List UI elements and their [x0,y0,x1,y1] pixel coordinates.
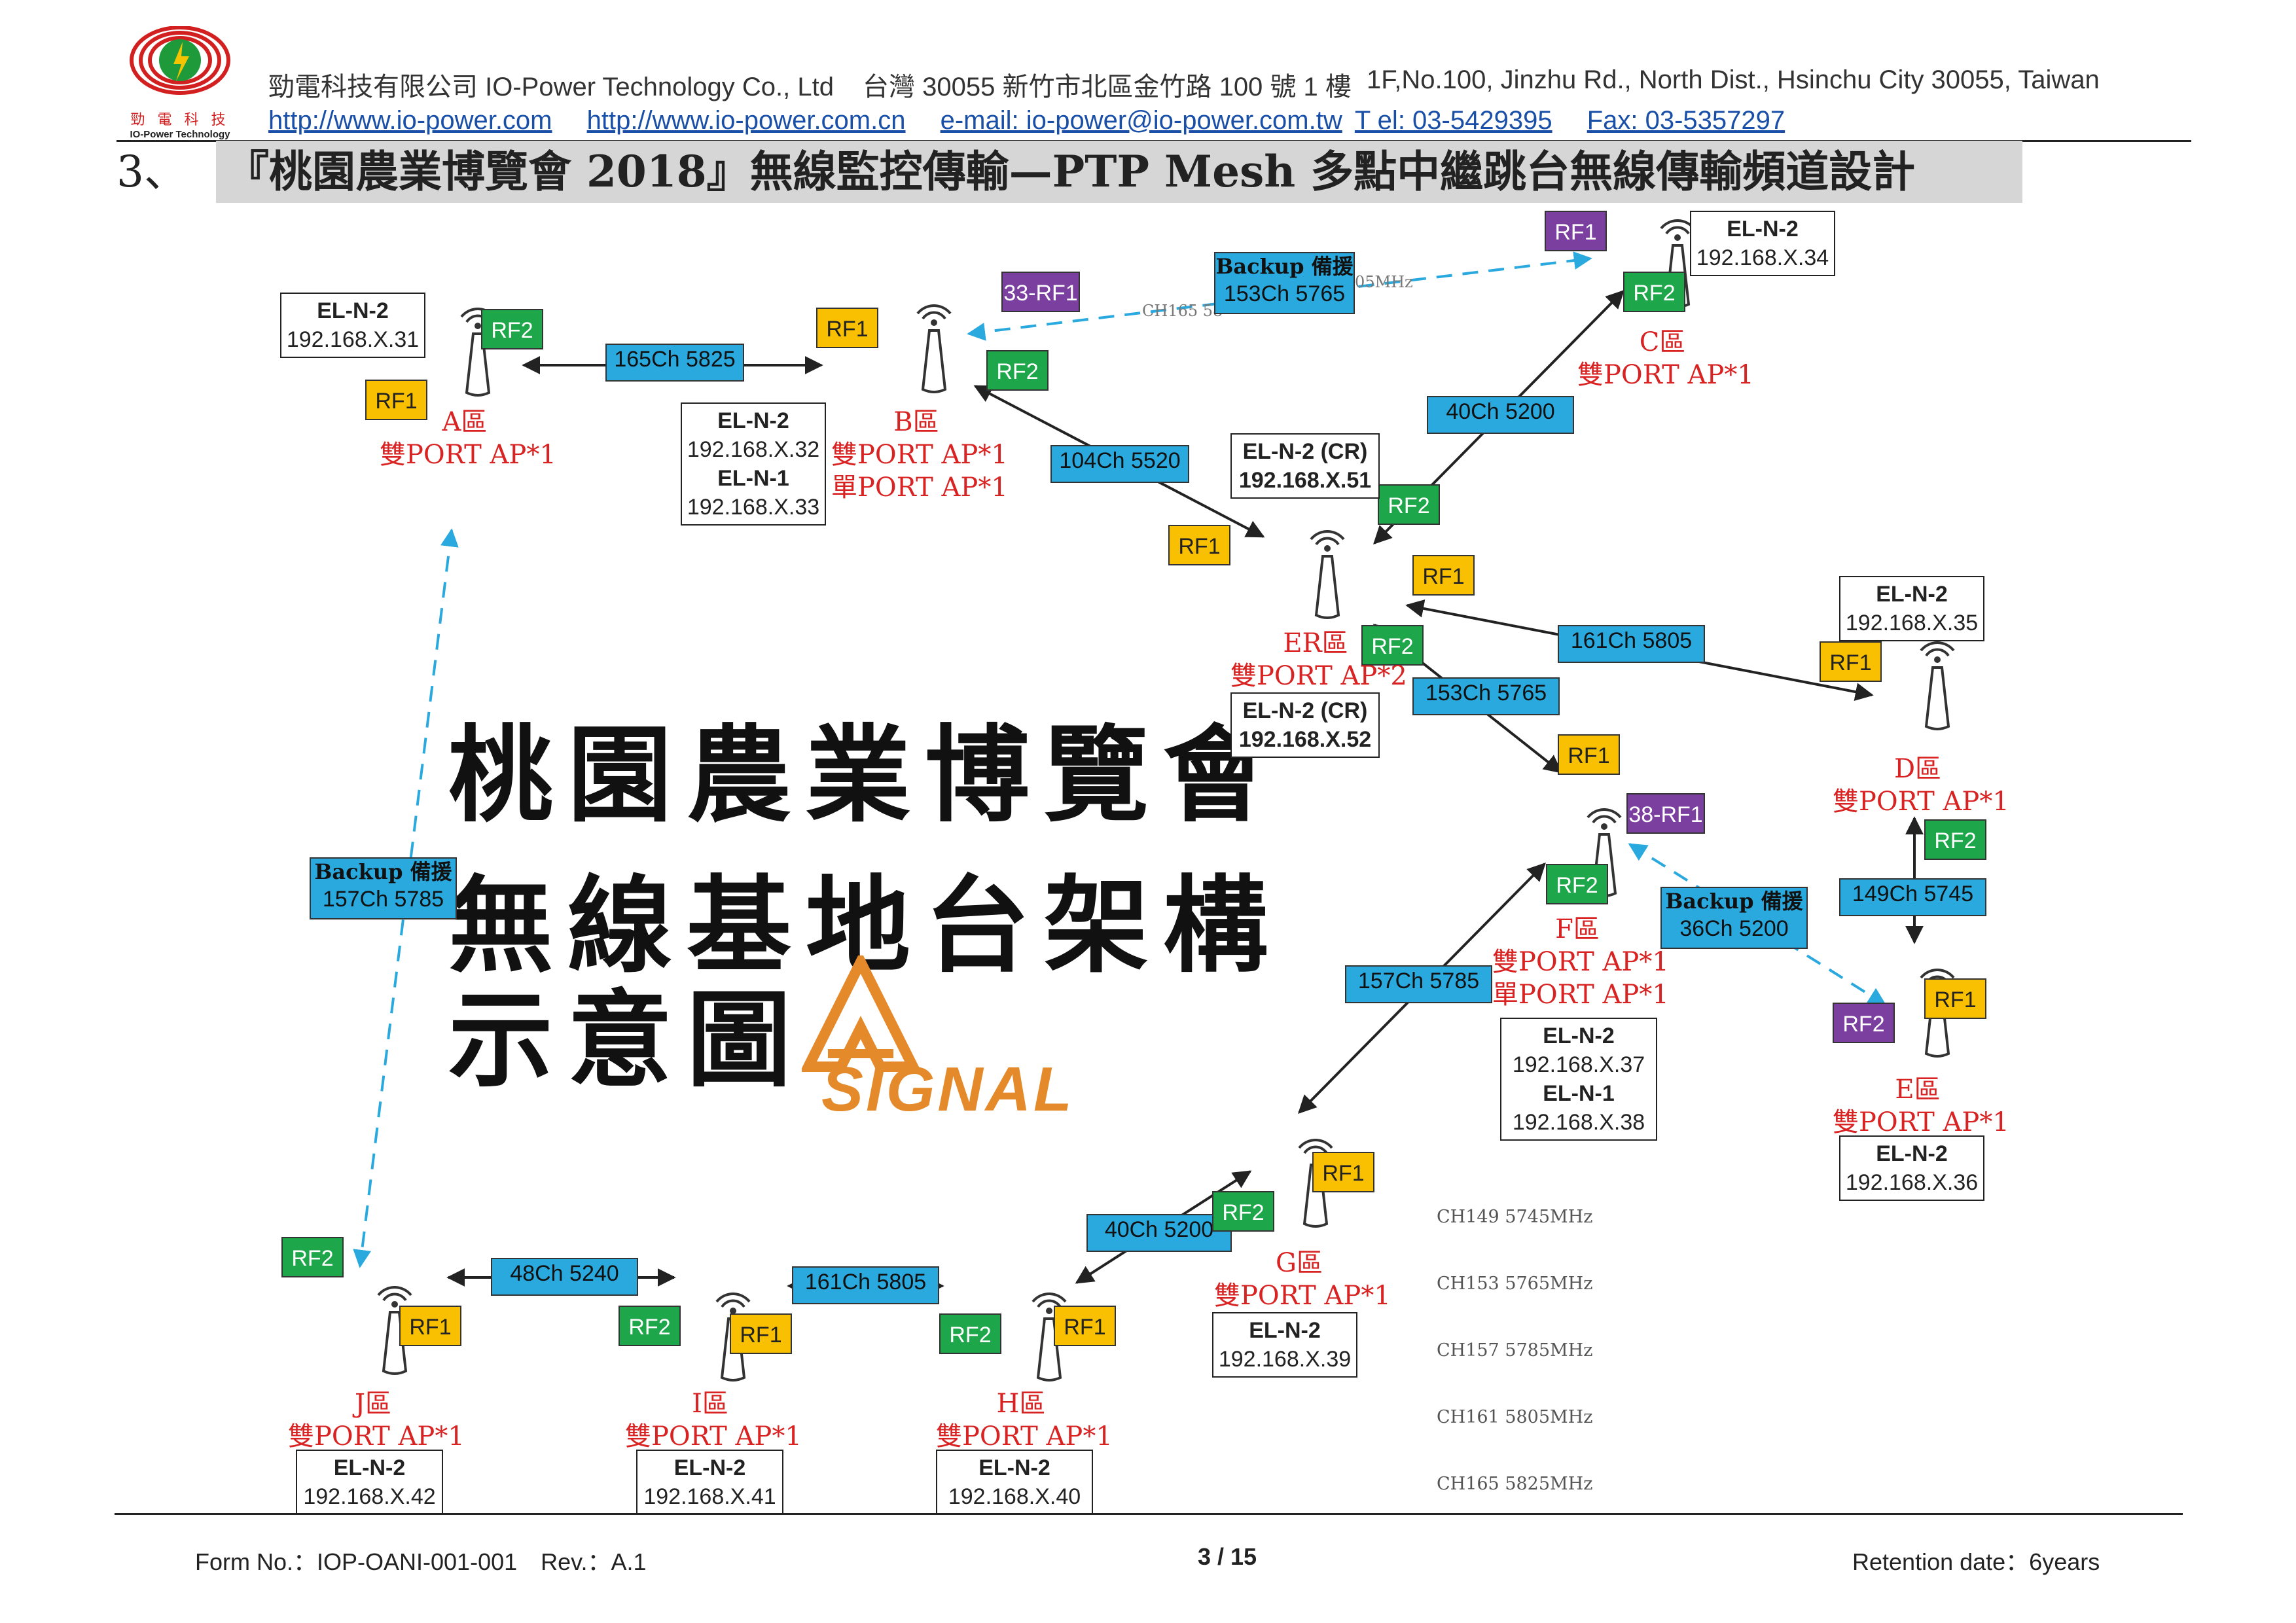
info-box-er-top: EL-N-2 (CR)192.168.X.51 [1230,433,1380,499]
zone-g-label: G區雙PORT AP*1 [1214,1248,1391,1311]
channel-b-er: 104Ch 5520 [1050,445,1189,483]
phone-text: T el: 03-5429395 [1354,106,1552,135]
f-purple-tag: 38-RF1 [1626,793,1705,834]
channel-h-i: 161Ch 5805 [792,1266,939,1304]
d-rf1-tag: RF1 [1820,641,1882,682]
er-rf1-tag-left: RF1 [1168,525,1230,565]
c-rf2-tag: RF2 [1623,272,1685,312]
zone-er-label: ER區雙PORT AP*2 [1230,628,1407,691]
channel-er-d: 161Ch 5805 [1558,625,1705,663]
company-name: 勁電科技有限公司 IO-Power Technology Co., Ltd [268,73,834,101]
logo-brand: IO-Power Technology [130,129,230,140]
j-rf2-tag: RF2 [281,1237,344,1277]
legend-item: CH161 5805MHz [1437,1407,1593,1427]
footer-rule [115,1513,2183,1515]
antenna-b-icon [911,304,957,396]
er-rf2-tag-bottom: RF2 [1361,625,1424,666]
a-rf2-tag: RF2 [481,309,543,349]
contact-row: http://www.io-power.com http://www.io-po… [268,106,1785,135]
logo-emblem-icon [130,26,230,95]
zone-i-label: I區雙PORT AP*1 [625,1389,802,1452]
fax-text: Fax: 03-5357297 [1587,106,1785,135]
channel-er-f: 153Ch 5765 [1412,677,1560,715]
retention-date: Retention date：6years [1852,1548,2100,1575]
channel-g-h: 40Ch 5200 [1086,1214,1232,1252]
zone-e-label: E區雙PORT AP*1 [1833,1075,2009,1137]
backup-link-f-e [1628,843,1887,1006]
section-number: 3、 [117,147,187,197]
info-box-er-bottom: EL-N-2 (CR)192.168.X.52 [1230,692,1380,758]
faint-channel-note: CH165 58 [1142,302,1223,320]
diagram-caption-line1: 桃園農業博覽會 [448,713,1283,836]
website-link[interactable]: http://www.io-power.com [268,106,552,135]
i-rf1-tag: RF1 [730,1313,792,1354]
er-rf1-tag-right: RF1 [1412,555,1475,596]
g-rf2-tag: RF2 [1212,1191,1274,1232]
channel-a-b: 165Ch 5825 [605,344,744,382]
page-number: 3 / 15 [1198,1543,1257,1570]
e-rf1-tag: RF1 [1924,978,1986,1019]
title-background [216,141,2022,203]
f-rf1-tag: RF1 [1558,734,1620,775]
h-rf1-tag: RF1 [1054,1306,1116,1346]
address-zh: 台灣 30055 新竹市北區金竹路 100 號 1 樓 [863,73,1352,101]
channel-f-g: 157Ch 5785 [1345,965,1492,1003]
signal-logo-text: SIGNAL [821,1054,1075,1124]
c-rf1-tag: RF1 [1545,211,1607,251]
zone-d-label: D區雙PORT AP*1 [1833,754,2009,817]
channel-er-c: 40Ch 5200 [1427,396,1574,434]
a-rf1-tag: RF1 [365,380,427,420]
zone-a-label: A區雙PORT AP*1 [380,407,556,470]
b-rf2-tag: RF2 [986,350,1049,391]
f-rf2-tag: RF2 [1546,864,1608,904]
channel-i-j: 48Ch 5240 [491,1258,638,1296]
signal-logo-icon [800,950,922,1072]
antenna-d-icon [1914,641,1960,733]
email-link[interactable]: e-mail: io-power@io-power.com.tw [940,106,1342,135]
legend-item: CH153 5765MHz [1437,1274,1593,1294]
logo-text: 勁 電 科 技 [130,112,230,128]
i-rf2-tag: RF2 [619,1306,681,1346]
channel-d-e: 149Ch 5745 [1839,878,1986,916]
zone-c-label: C區雙PORT AP*1 [1577,327,1754,390]
h-rf2-tag: RF2 [939,1313,1001,1354]
faint-mhz-note: 05MHz [1355,273,1413,291]
page-title: 『桃園農業博覽會 2018』無線監控傳輸—PTP Mesh 多點中繼跳台無線傳輸… [226,146,1916,197]
diagram-caption-line3: 示意圖 [448,978,806,1101]
legend-item: CH149 5745MHz [1437,1207,1593,1227]
antenna-er-icon [1304,530,1350,622]
legend-item: CH165 5825MHz [1437,1474,1593,1494]
e-rf2-tag: RF2 [1833,1003,1895,1043]
d-rf2-tag: RF2 [1924,819,1986,860]
zone-h-label: H區雙PORT AP*1 [936,1389,1113,1452]
er-rf2-tag-top: RF2 [1378,484,1440,525]
zone-j-label: J區雙PORT AP*1 [288,1389,465,1452]
company-logo: 勁 電 科 技 IO-Power Technology [128,26,259,140]
website-cn-link[interactable]: http://www.io-power.com.cn [586,106,906,135]
form-number: Form No.：IOP-OANI-001-001 Rev.：A.1 [195,1548,647,1575]
b-rf1-tag: RF1 [816,308,878,348]
b-purple-tag: 33-RF1 [1001,272,1080,312]
g-rf1-tag: RF1 [1312,1152,1374,1192]
signal-logo: SIGNAL [800,950,1090,1126]
j-rf1-tag: RF1 [399,1306,461,1346]
legend-item: CH157 5785MHz [1437,1340,1593,1361]
channel-legend: CH149 5745MHz CH153 5765MHz CH157 5785MH… [1437,1162,1592,1518]
address-en: 1F,No.100, Jinzhu Rd., North Dist., Hsin… [1367,65,2100,94]
